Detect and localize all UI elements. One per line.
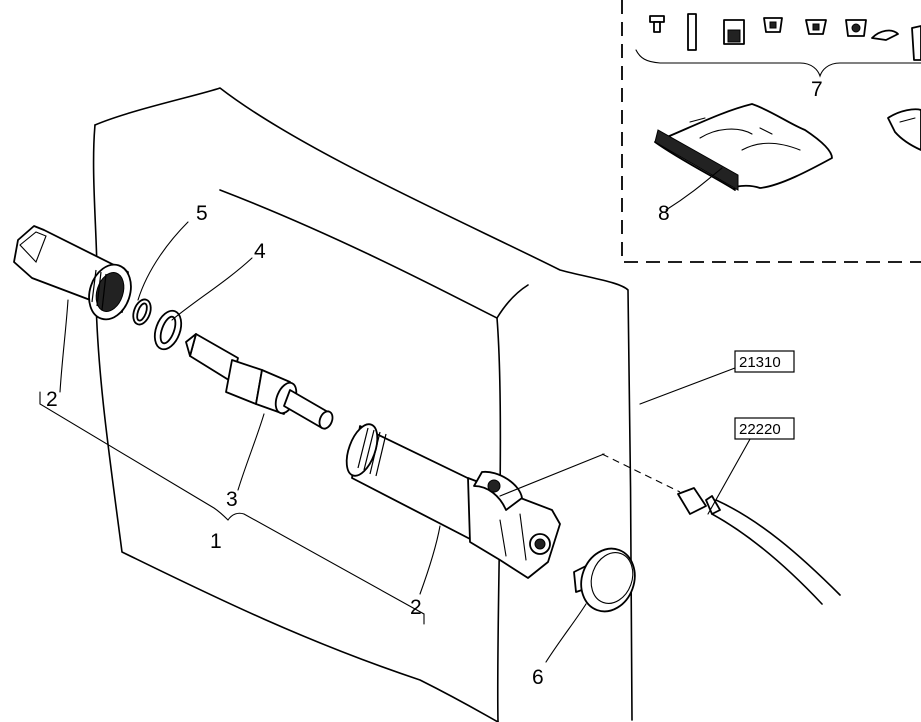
cap-part-b <box>805 19 827 35</box>
nozzle-holder-nut <box>13 225 132 321</box>
reference-label-21310: 21310 <box>739 354 781 371</box>
cap-part-a <box>763 17 783 33</box>
gasket-packet <box>654 103 833 191</box>
callout-6: 6 <box>532 666 544 689</box>
callout-4: 4 <box>254 240 266 263</box>
nut-part <box>845 19 867 37</box>
assembly-bracket <box>39 391 425 625</box>
protective-cap <box>573 547 636 613</box>
engine-block-outline <box>92 87 633 722</box>
bracket-part <box>911 25 921 61</box>
callout-8: 8 <box>658 202 670 225</box>
reference-box-21310: 21310 <box>734 350 795 373</box>
sleeve-part <box>723 19 745 45</box>
pin-part <box>687 13 697 51</box>
callout-7: 7 <box>811 78 823 101</box>
reference-box-22220: 22220 <box>734 417 795 440</box>
kit-small-parts <box>635 13 921 78</box>
fuel-return-line <box>601 453 841 605</box>
second-packet-partial <box>887 108 921 151</box>
clip-part <box>871 29 899 41</box>
screw-part <box>649 15 665 33</box>
callout-2-right: 2 <box>410 596 422 619</box>
reference-label-22220: 22220 <box>739 421 781 438</box>
callout-3: 3 <box>226 488 238 511</box>
callout-2-left: 2 <box>46 388 58 411</box>
nozzle-holder-body <box>345 423 561 579</box>
callout-1: 1 <box>210 530 222 553</box>
injector-nozzle <box>185 333 334 430</box>
callout-5: 5 <box>196 202 208 225</box>
leader-lines <box>59 167 755 663</box>
